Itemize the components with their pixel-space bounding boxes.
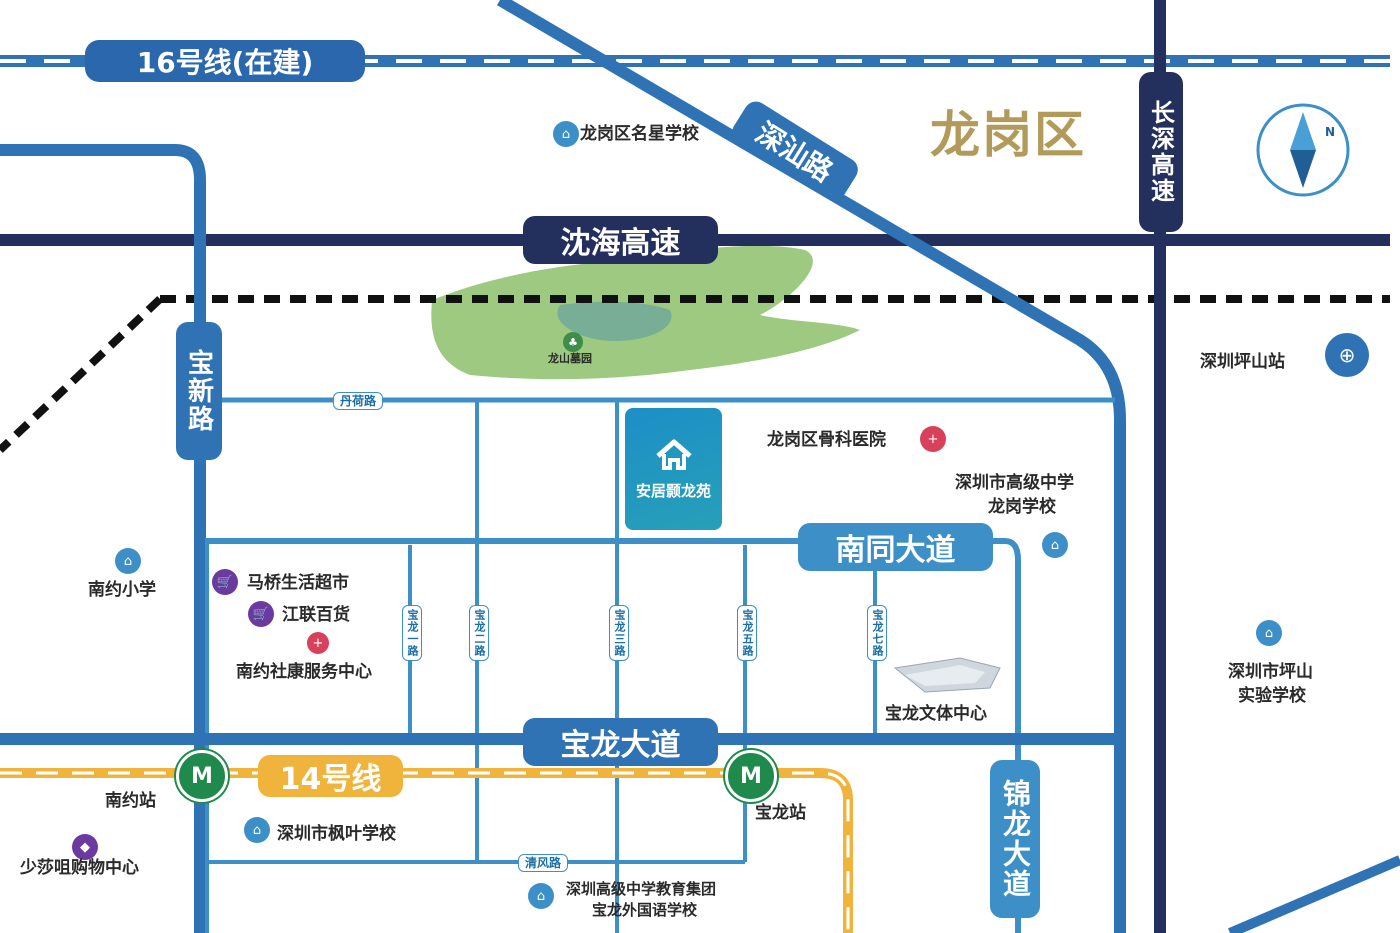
culture-center-building-icon xyxy=(893,657,1001,693)
poi-orthopedic-hospital[interactable]: 龙岗区骨科医院 xyxy=(767,430,886,450)
school-icon: ⌂ xyxy=(1256,620,1282,646)
project-name: 安居颢龙苑 xyxy=(635,481,711,500)
poi-nanyue-primary[interactable]: 南约小学 xyxy=(88,580,156,600)
baolong-5-road-label: 宝龙五路 xyxy=(737,605,757,661)
tree-icon: ♣ xyxy=(563,332,583,352)
baolong-7-road-label: 宝龙七路 xyxy=(867,605,887,661)
poi-nanyue-station[interactable]: 南约站 xyxy=(105,791,156,811)
baolong-1-road-label: 宝龙一路 xyxy=(402,605,422,661)
shopping-bag-icon: ◆ xyxy=(72,834,98,860)
poi-nanyue-health-center[interactable]: 南约社康服务中心 xyxy=(236,662,372,682)
baolong-avenue-label: 宝龙大道 xyxy=(523,718,718,766)
poi-shaosha-mall[interactable]: 少莎咀购物中心 xyxy=(20,858,139,878)
qingfeng-road-label: 清风路 xyxy=(518,854,569,872)
school-icon: ⌂ xyxy=(1042,532,1068,558)
school-icon: ⌂ xyxy=(553,121,579,147)
school-icon: ⌂ xyxy=(528,883,554,909)
poi-mingxing-school[interactable]: 龙岗区名星学校 xyxy=(580,124,699,144)
line-16-label: 16号线(在建) xyxy=(85,40,365,82)
poi-pingshan-school-line2[interactable]: 实验学校 xyxy=(1238,686,1306,706)
nantong-avenue-label: 南同大道 xyxy=(798,523,993,571)
poi-fengye-school[interactable]: 深圳市枫叶学校 xyxy=(277,824,396,844)
poi-gaozhong-group-line2[interactable]: 宝龙外国语学校 xyxy=(592,901,698,919)
svg-text:N: N xyxy=(1325,125,1335,139)
poi-baolong-culture-center[interactable]: 宝龙文体中心 xyxy=(885,704,987,724)
district-label: 龙岗区 xyxy=(930,106,1086,164)
project-marker[interactable]: 安居颢龙苑 xyxy=(625,408,722,530)
danhe-road-label: 丹荷路 xyxy=(333,392,384,410)
poi-gaoji-school-line2[interactable]: 龙岗学校 xyxy=(988,497,1056,517)
hospital-icon: + xyxy=(920,426,946,452)
shenhai-expressway-label: 沈海高速 xyxy=(523,216,718,264)
poi-maqiao-supermarket[interactable]: 马桥生活超市 xyxy=(247,573,349,593)
poi-jianglian-store[interactable]: 江联百货 xyxy=(282,605,350,625)
school-icon: ⌂ xyxy=(244,817,270,843)
changshen-expressway-label: 长深高速 xyxy=(1139,72,1183,232)
line-14-label: 14号线 xyxy=(258,755,403,797)
metro-icon: M xyxy=(725,750,777,802)
school-icon: ⌂ xyxy=(115,548,141,574)
poi-pingshan-school-line1[interactable]: 深圳市坪山 xyxy=(1228,662,1313,682)
poi-baolong-station[interactable]: 宝龙站 xyxy=(755,803,806,823)
poi-pingshan-station[interactable]: 深圳坪山站 xyxy=(1200,352,1285,372)
poi-gaozhong-group-line1[interactable]: 深圳高级中学教育集团 xyxy=(566,880,717,898)
compass-icon: N xyxy=(1256,103,1350,197)
jinlong-avenue-label: 锦龙大道 xyxy=(990,760,1040,918)
train-station-icon: ⊕ xyxy=(1325,333,1369,377)
home-icon xyxy=(655,439,692,470)
park-name: 龙山墓园 xyxy=(548,352,592,365)
metro-icon: M xyxy=(176,750,228,802)
poi-gaoji-school-line1[interactable]: 深圳市高级中学 xyxy=(955,473,1074,493)
baolong-2-road-label: 宝龙二路 xyxy=(469,605,489,661)
baolong-3-road-label: 宝龙三路 xyxy=(609,605,629,661)
health-center-icon: + xyxy=(307,632,329,654)
shopping-cart-icon: 🛒 xyxy=(212,569,238,595)
baoxin-road-label: 宝新路 xyxy=(176,322,222,460)
shopping-cart-icon: 🛒 xyxy=(248,601,274,627)
